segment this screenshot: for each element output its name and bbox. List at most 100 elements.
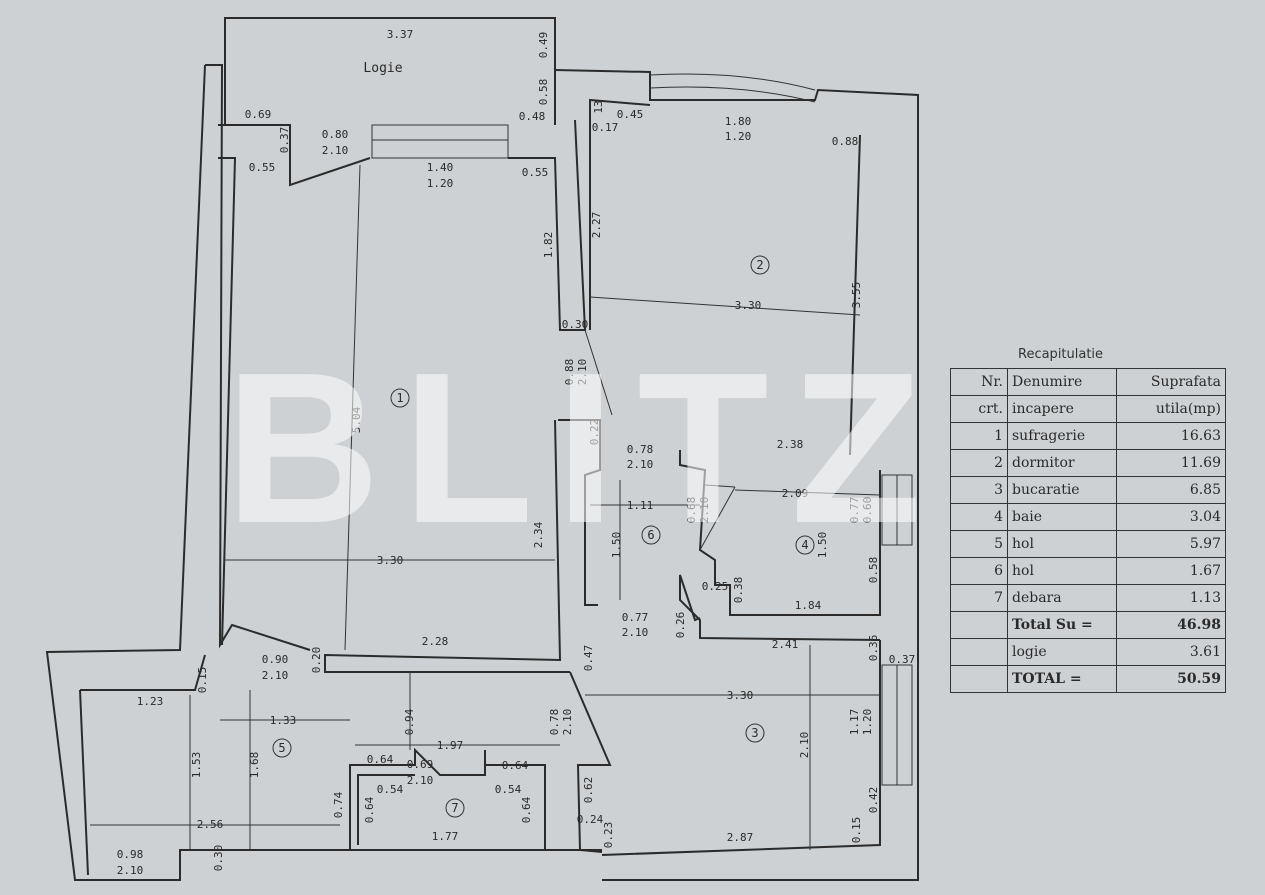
dimension-label: 2.10 (622, 626, 649, 639)
room-number: 5 (278, 741, 285, 755)
area-cell: 1.13 (1116, 584, 1226, 612)
dimension-label: 0.38 (732, 577, 745, 604)
dimension-label: 2.41 (772, 638, 799, 651)
dimension-label: 13 (592, 100, 605, 113)
dimension-label: 1.68 (248, 752, 261, 779)
nr-cell: 4 (950, 503, 1008, 531)
dimension-label: 3.30 (727, 689, 754, 702)
dimension-label: 0.94 (403, 708, 416, 735)
dimension-label: 2.28 (422, 635, 449, 648)
room-number: 4 (801, 538, 808, 552)
dimension-label: 0.77 (848, 497, 861, 524)
nr-cell (950, 611, 1008, 639)
dimension-label: 0.49 (537, 32, 550, 59)
dimension-label: 0.37 (889, 653, 916, 666)
dimension-label: 0.54 (495, 783, 522, 796)
nr-cell: 3 (950, 476, 1008, 504)
table-total-row: TOTAL =50.59 (950, 665, 1226, 693)
dimension-label: 1.84 (795, 599, 822, 612)
room-name-cell: dormitor (1007, 449, 1117, 477)
area-cell: 1.67 (1116, 557, 1226, 585)
room-number-circle (641, 525, 661, 545)
dimension-label: 0.45 (617, 108, 644, 121)
room-number-circle (390, 388, 410, 408)
dimension-label: 0.69 (407, 758, 434, 771)
dimension-label: 0.77 (622, 611, 649, 624)
nr-cell: 6 (950, 557, 1008, 585)
area-cell: 46.98 (1116, 611, 1226, 639)
dimension-label: 0.24 (577, 813, 604, 826)
dimension-label: 0.62 (582, 777, 595, 804)
room-number-circle (750, 255, 770, 275)
dimension-label: 0.88 (832, 135, 859, 148)
dimension-label: 0.37 (278, 127, 291, 154)
dimension-label: 1.11 (627, 499, 654, 512)
dimension-label: 0.48 (519, 110, 546, 123)
dimension-label: 0.42 (867, 787, 880, 814)
area-cell: 3.04 (1116, 503, 1226, 531)
room-number: 2 (756, 258, 763, 272)
area-cell: 5.97 (1116, 530, 1226, 558)
dimension-label: 0.15 (850, 817, 863, 844)
dimension-label: 2.10 (698, 497, 711, 524)
dimension-label: 0.47 (582, 645, 595, 672)
dimension-label: 0.74 (332, 791, 345, 818)
area-cell: 50.59 (1116, 665, 1226, 693)
nr-cell: Nr. (950, 368, 1008, 396)
nr-cell: crt. (950, 395, 1008, 423)
dimension-label: 2.10 (561, 709, 574, 736)
dimension-label: 0.23 (602, 822, 615, 849)
dimension-label: 1.20 (725, 130, 752, 143)
dimension-label: 0.90 (262, 653, 289, 666)
dimension-label: 3.30 (735, 299, 762, 312)
dimension-label: 0.78 (548, 709, 561, 736)
dimension-label: 0.15 (196, 667, 209, 694)
dimension-label: 1.97 (437, 739, 464, 752)
dimension-label: 2.10 (798, 732, 811, 759)
dimension-label: 0.69 (245, 108, 272, 121)
nr-cell: 1 (950, 422, 1008, 450)
dimension-label: 0.26 (674, 612, 687, 639)
nr-cell (950, 638, 1008, 666)
room-number: 3 (751, 726, 758, 740)
room-name-cell: hol (1007, 530, 1117, 558)
dimension-label: 1.20 (861, 709, 874, 736)
room-name-cell: Total Su = (1007, 611, 1117, 639)
dimension-label: 0.58 (867, 557, 880, 584)
dimension-label: 0.64 (520, 796, 533, 823)
dimension-label: 0.58 (537, 79, 550, 106)
area-cell: 6.85 (1116, 476, 1226, 504)
dimension-label: 0.78 (627, 443, 654, 456)
dimension-label: 0.20 (310, 647, 323, 674)
dimension-label: 0.36 (867, 635, 880, 662)
room-name-cell: sufragerie (1007, 422, 1117, 450)
room-number-circle (445, 798, 465, 818)
room-name-cell: debara (1007, 584, 1117, 612)
area-cell: 3.61 (1116, 638, 1226, 666)
room-name-cell: hol (1007, 557, 1117, 585)
dimension-label: 0.17 (592, 121, 619, 134)
dimension-label: 0.25 (702, 580, 729, 593)
dimension-label: 3.37 (387, 28, 414, 41)
area-cell: utila(mp) (1116, 395, 1226, 423)
room-name-cell: incapere (1007, 395, 1117, 423)
dimension-label: 2.10 (322, 144, 349, 157)
room-name-cell: bucaratie (1007, 476, 1117, 504)
room-number: 7 (451, 801, 458, 815)
room-number: 1 (396, 391, 403, 405)
dimension-label: 1.77 (432, 830, 459, 843)
dimension-label: 2.56 (197, 818, 224, 831)
room-name-cell: TOTAL = (1007, 665, 1117, 693)
dimension-label: 2.27 (590, 212, 603, 239)
dimension-label: 1.82 (542, 232, 555, 259)
dimension-label: 1.23 (137, 695, 164, 708)
